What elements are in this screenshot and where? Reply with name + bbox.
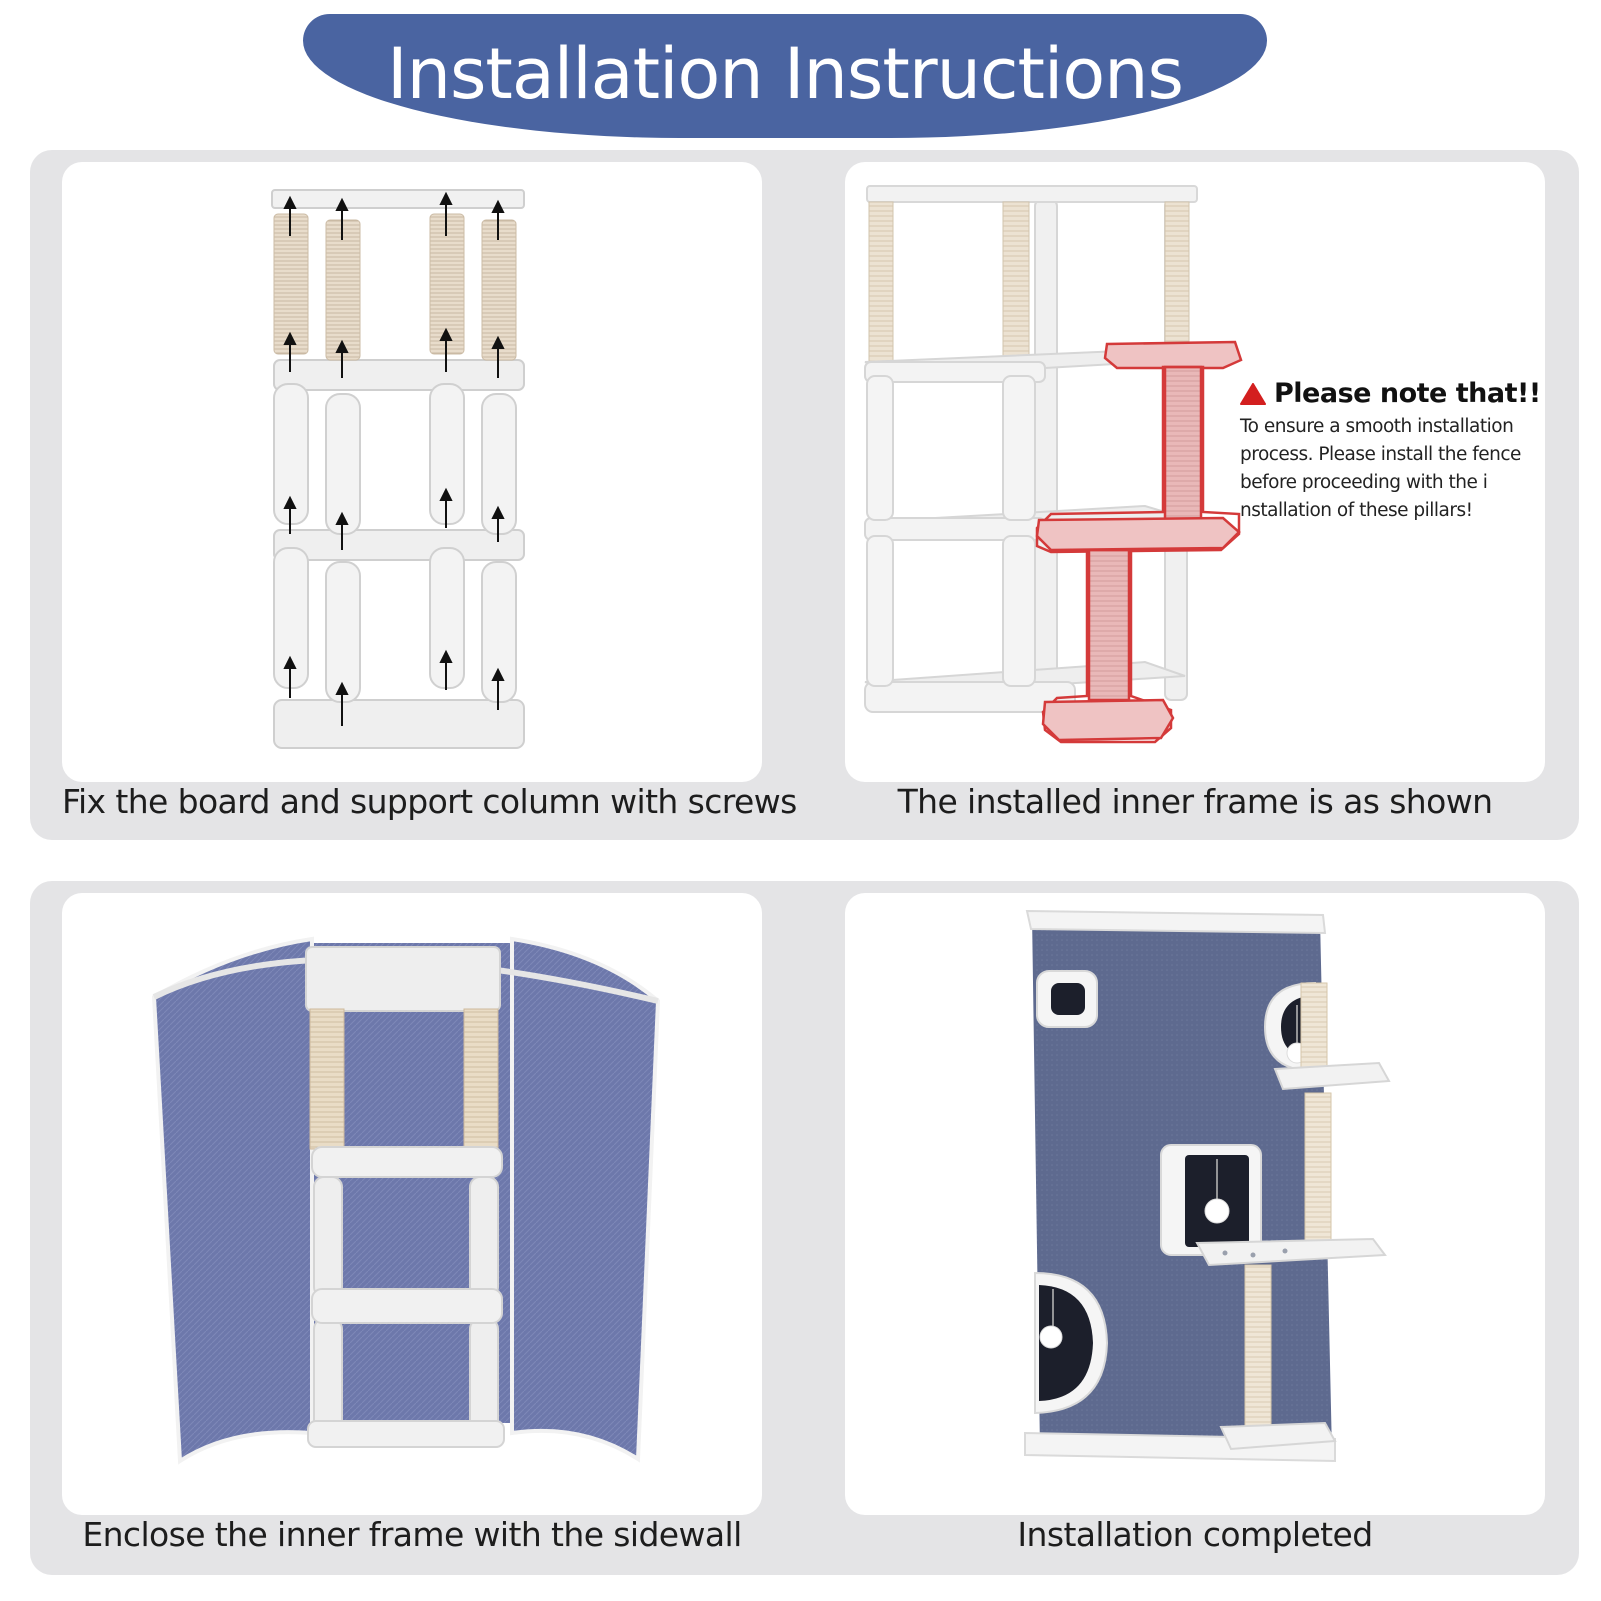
board-3 (273, 529, 525, 561)
inner-frame-illustration (864, 185, 1243, 744)
board-2 (273, 359, 525, 391)
note-body: To ensure a smooth installation process.… (1240, 416, 1521, 521)
sidewall-enclosure-illustration (151, 936, 661, 1465)
step-2-card (845, 162, 1545, 782)
board-top (271, 189, 525, 209)
step-3-caption: Enclose the inner frame with the sidewal… (82, 1515, 742, 1554)
note-title: Please note that!! (1274, 378, 1541, 409)
step-1-caption: Fix the board and support column with sc… (62, 782, 797, 821)
step-4-caption: Installation completed (1017, 1515, 1373, 1554)
installation-note: Please note that!! To ensure a smooth in… (1240, 378, 1545, 525)
step-3-card (62, 893, 762, 1515)
completed-cat-tower-illustration (1024, 909, 1391, 1463)
header-banner: Installation Instructions (303, 14, 1267, 138)
step-2-caption: The installed inner frame is as shown (897, 782, 1493, 821)
page-title: Installation Instructions (386, 33, 1184, 115)
step-4-card (845, 893, 1545, 1515)
exploded-frame-illustration (271, 189, 525, 749)
warning-triangle-icon (1240, 382, 1266, 405)
highlighted-pillars (1035, 340, 1243, 744)
step-1-card (62, 162, 762, 782)
board-bottom (273, 699, 525, 749)
